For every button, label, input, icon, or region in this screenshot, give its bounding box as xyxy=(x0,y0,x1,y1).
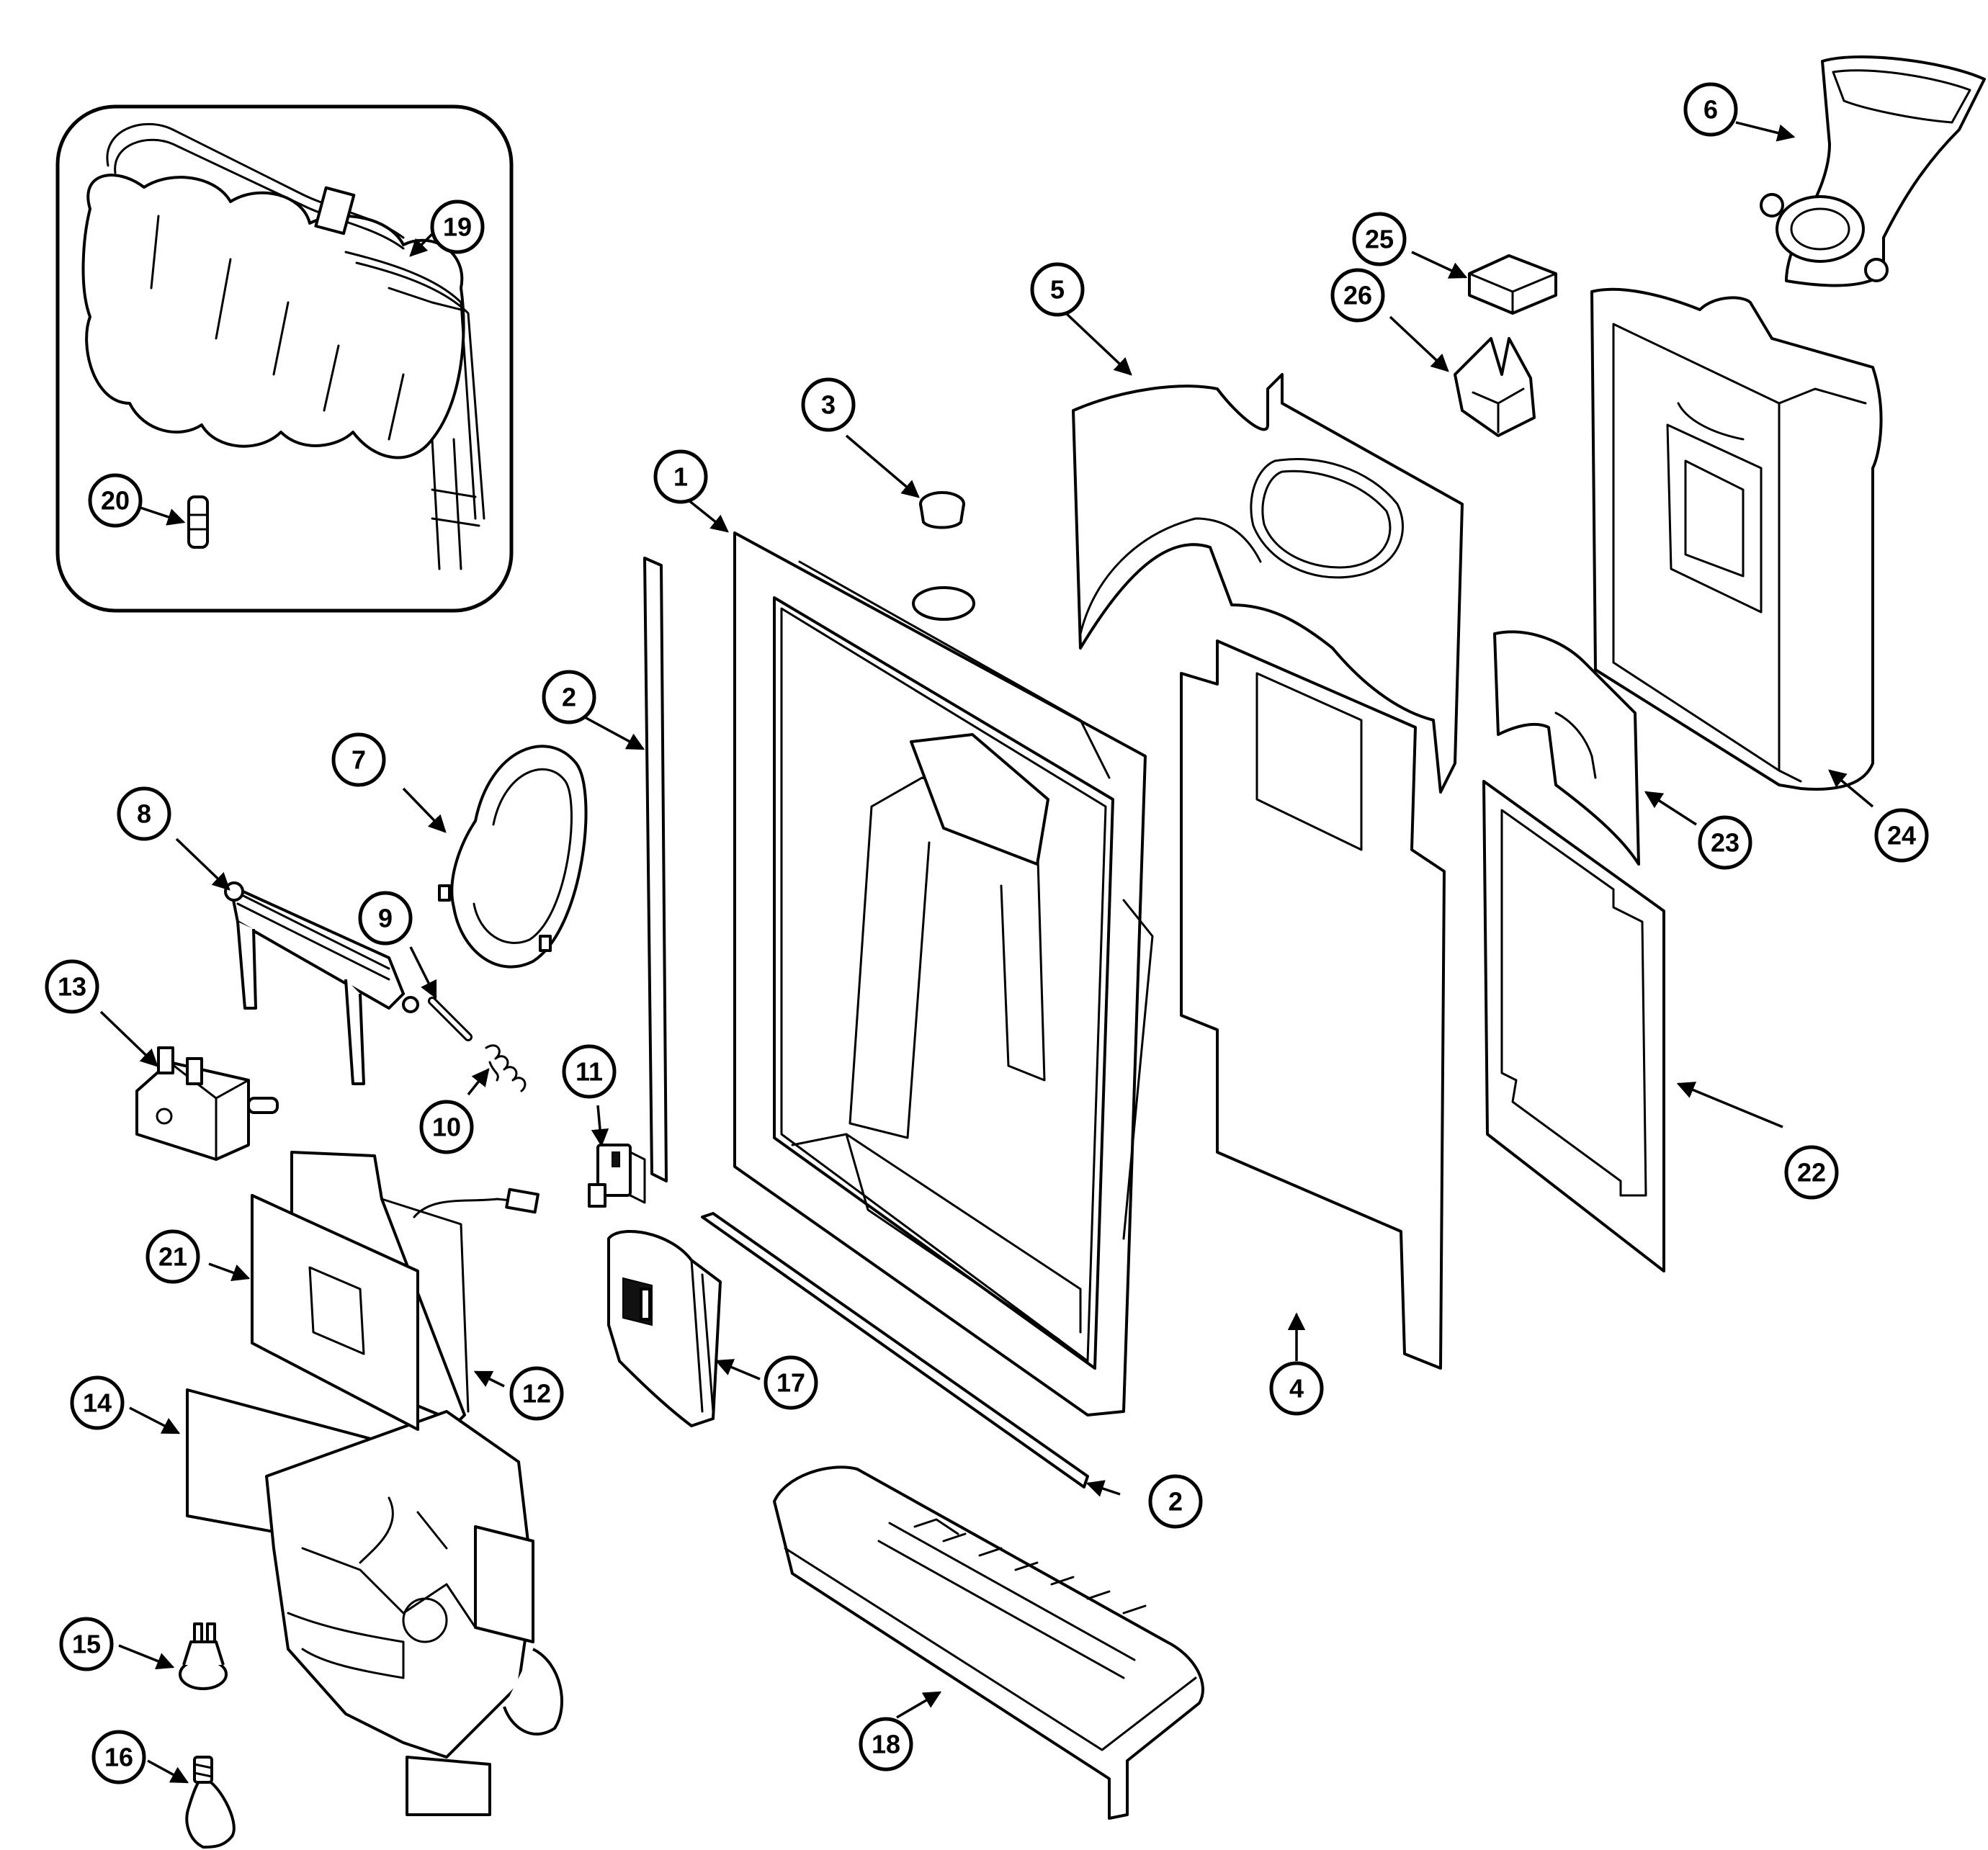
connector-part xyxy=(187,495,209,549)
callout-17: 17 xyxy=(764,1355,818,1410)
callout-20-label: 20 xyxy=(101,486,130,516)
callout-16: 16 xyxy=(91,1730,146,1784)
callout-16-label: 16 xyxy=(104,1743,133,1772)
switch-part xyxy=(588,1144,646,1208)
lamp-socket-part xyxy=(179,1622,228,1690)
callout-14: 14 xyxy=(70,1375,125,1430)
dispenser-bezel-part xyxy=(1590,287,1883,791)
callout-2-top: 2 xyxy=(542,670,596,724)
callout-18-label: 18 xyxy=(872,1730,900,1759)
frame-gasket-part xyxy=(1482,780,1665,1272)
gasket-part xyxy=(1072,373,1464,794)
callout-12: 12 xyxy=(509,1366,564,1421)
callout-25: 25 xyxy=(1352,212,1407,266)
callout-3-label: 3 xyxy=(821,390,836,420)
drip-tray-part xyxy=(773,1465,1204,1820)
label-plate-part xyxy=(251,1194,419,1431)
callout-25-label: 25 xyxy=(1365,225,1394,254)
callout-15: 15 xyxy=(59,1617,114,1671)
callout-26: 26 xyxy=(1330,268,1385,323)
callout-5-label: 5 xyxy=(1050,275,1065,305)
callout-7: 7 xyxy=(331,732,386,787)
callout-26-label: 26 xyxy=(1343,281,1372,310)
dispenser-mechanism-part xyxy=(186,1388,563,1816)
callout-18: 18 xyxy=(859,1717,913,1772)
callout-24: 24 xyxy=(1874,808,1929,863)
callout-11: 11 xyxy=(562,1044,617,1099)
callout-2-bottom: 2 xyxy=(1148,1474,1203,1529)
callout-1-label: 1 xyxy=(673,462,688,492)
callout-4: 4 xyxy=(1269,1361,1324,1416)
callout-15-label: 15 xyxy=(72,1630,101,1659)
callout-10: 10 xyxy=(419,1100,474,1154)
callout-6-label: 6 xyxy=(1703,95,1718,125)
callout-19-label: 19 xyxy=(443,212,472,242)
callout-22: 22 xyxy=(1784,1145,1839,1200)
trim-strip-horizontal-part xyxy=(701,1212,1089,1488)
callout-8: 8 xyxy=(117,786,171,841)
ice-maker-harness-part xyxy=(81,122,485,570)
chute-part xyxy=(1760,55,1986,287)
bracket-part xyxy=(1454,337,1536,437)
callout-24-label: 24 xyxy=(1887,821,1916,850)
callout-7-label: 7 xyxy=(352,745,366,775)
insulation-panel-part xyxy=(1180,639,1446,1370)
callout-9: 9 xyxy=(358,891,413,946)
light-bulb-part xyxy=(185,1756,236,1849)
foam-block-part xyxy=(1468,254,1557,315)
dispenser-housing-part xyxy=(733,531,1154,1416)
callout-3: 3 xyxy=(801,377,856,432)
pin-part xyxy=(428,997,473,1041)
callout-9-label: 9 xyxy=(378,904,393,933)
callout-5: 5 xyxy=(1030,262,1085,317)
callout-1: 1 xyxy=(653,449,708,504)
callout-22-label: 22 xyxy=(1797,1158,1826,1187)
callout-8-label: 8 xyxy=(137,799,151,829)
callout-13-label: 13 xyxy=(58,972,86,1002)
callout-23: 23 xyxy=(1698,815,1752,870)
control-cover-part xyxy=(607,1230,722,1427)
callout-21-label: 21 xyxy=(158,1242,187,1272)
inset-panel xyxy=(55,104,514,613)
callout-2-bottom-label: 2 xyxy=(1168,1487,1183,1517)
deflector-part xyxy=(1493,630,1640,866)
callout-6: 6 xyxy=(1683,82,1738,137)
round-cover-part xyxy=(438,745,588,969)
callout-4-label: 4 xyxy=(1289,1374,1304,1404)
callout-12-label: 12 xyxy=(522,1379,551,1409)
callout-2-label: 2 xyxy=(562,683,576,712)
leader-lines xyxy=(99,121,1874,1784)
callout-19: 19 xyxy=(430,199,485,254)
callout-20: 20 xyxy=(88,473,143,528)
lever-part xyxy=(224,881,419,1085)
callout-11-label: 11 xyxy=(576,1057,603,1087)
callout-21: 21 xyxy=(145,1229,200,1284)
callout-23-label: 23 xyxy=(1711,828,1740,858)
callout-10-label: 10 xyxy=(432,1113,461,1142)
plug-part xyxy=(919,491,965,529)
solenoid-part xyxy=(135,1046,279,1161)
trim-strip-vertical-part xyxy=(643,557,668,1182)
spring-part xyxy=(485,1044,527,1092)
callout-14-label: 14 xyxy=(83,1388,112,1418)
callout-17-label: 17 xyxy=(776,1368,805,1398)
callout-13: 13 xyxy=(45,959,99,1014)
